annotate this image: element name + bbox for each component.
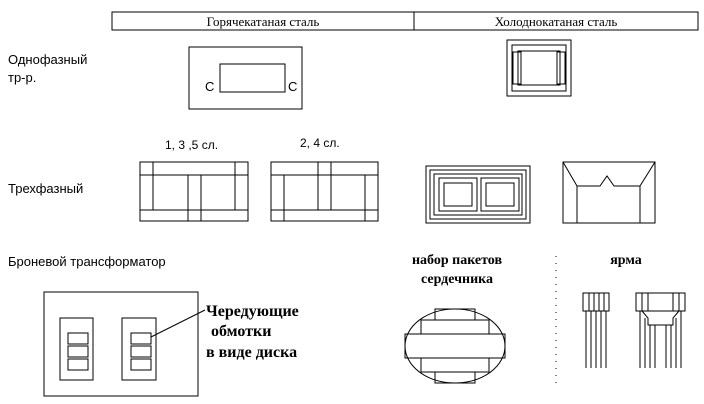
yoke-left-cap <box>583 293 609 311</box>
mitered-core-top-notch <box>577 176 640 186</box>
single-phase-hot-outer <box>189 47 302 109</box>
mitered-core-left-miter <box>563 162 577 223</box>
cold-core-left-winding <box>513 52 521 84</box>
core-pack-step-5 <box>435 372 475 383</box>
core-pack-cross-section <box>405 309 505 383</box>
winding-c-right: C <box>288 79 297 94</box>
row-label-three-phase: Трехфазный <box>8 181 83 196</box>
wound-core-left-loop-outer <box>439 178 477 211</box>
cold-core-outer-band <box>507 40 571 96</box>
single-phase-cold-core <box>507 40 571 96</box>
disc-winding-left-3 <box>68 359 88 370</box>
mitered-core-right-miter <box>640 162 655 223</box>
disc-winding-left-1 <box>68 333 88 344</box>
disc-winding-right-2 <box>131 346 151 357</box>
armored-core-outer <box>44 292 198 396</box>
core-pack-label-line2: сердечника <box>421 272 493 287</box>
three-phase-cold-wound-core <box>426 166 530 223</box>
three-phase-cold-mitered-core <box>563 162 655 223</box>
yoke-label: ярма <box>610 253 642 268</box>
wound-core-left-loop-inner <box>444 183 472 206</box>
core-pack-step-2 <box>421 320 489 334</box>
winding-c-left: C <box>205 79 214 94</box>
header-table-border <box>112 12 698 30</box>
alt-windings-label-line2: обмотки <box>211 323 271 340</box>
cold-core-middle-band <box>512 45 566 91</box>
header-hot-rolled: Горячекатаная сталь <box>207 14 320 29</box>
alt-windings-label-line3: в виде диска <box>206 344 297 361</box>
single-phase-hot-core <box>189 47 302 109</box>
cold-core-right-winding <box>557 52 565 84</box>
wound-core-right-loop-inner <box>486 183 514 206</box>
three-phase-stack-even <box>271 162 378 221</box>
armored-window-left <box>60 318 93 380</box>
single-phase-hot-window <box>220 64 285 92</box>
row-label-single-phase: Однофазный <box>8 52 87 67</box>
row-label-armored: Броневой трансформатор <box>8 254 166 269</box>
alt-windings-label-line1: Чередующие <box>206 303 299 320</box>
armored-transformer <box>44 292 205 396</box>
disc-winding-right-3 <box>131 359 151 370</box>
wound-core-outer-3 <box>434 174 522 215</box>
yoke-left-sample <box>583 293 609 368</box>
wound-core-outer-1 <box>426 166 530 223</box>
wound-core-outer-2 <box>430 170 526 219</box>
core-pack-label-line1: набор пакетов <box>412 253 503 268</box>
disc-winding-left-2 <box>68 346 88 357</box>
wound-core-right-loop-outer <box>481 178 519 211</box>
header-table <box>112 12 698 30</box>
header-cold-rolled: Холоднокатаная сталь <box>495 14 618 29</box>
alt-windings-leader-line <box>151 310 205 337</box>
three-phase-stack-odd <box>140 162 248 221</box>
yoke-right-cap <box>636 293 685 311</box>
yoke-right-notch <box>642 311 679 325</box>
core-pack-step-4 <box>421 358 489 372</box>
core-pack-step-3 <box>405 334 505 358</box>
row-label-single-phase-abbr: тр-р. <box>8 70 36 85</box>
stack-even-outer <box>271 162 378 221</box>
cold-core-inner-band <box>518 51 560 85</box>
mitered-core-outer <box>563 162 655 223</box>
disc-winding-right-1 <box>131 333 151 344</box>
stack-odd-outer <box>140 162 248 221</box>
yoke-right-sample <box>636 293 685 368</box>
armored-window-right <box>122 318 156 380</box>
label-layers-odd: 1, 3 ,5 сл. <box>165 138 218 152</box>
label-layers-even: 2, 4 сл. <box>300 136 340 150</box>
